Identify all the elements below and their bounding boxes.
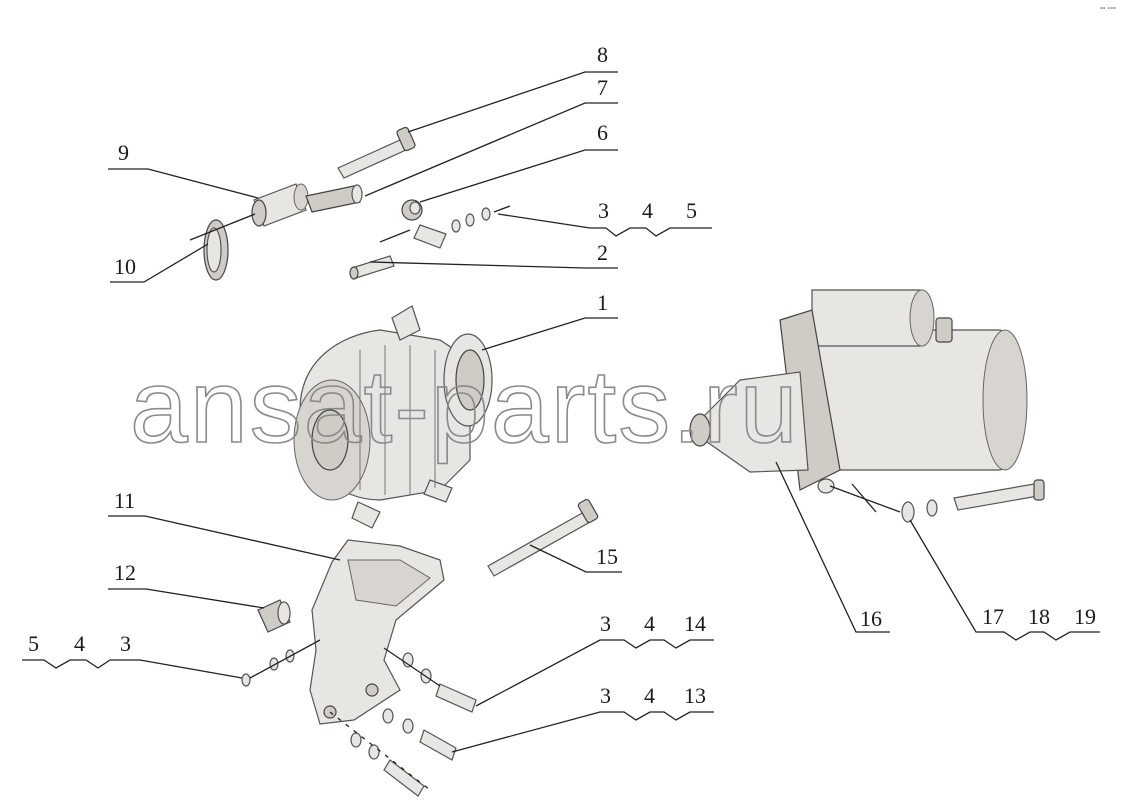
callout-labels: 8 7 6 9 3 4 5 2 10 1 11 15 12 5 4 3 3 4 …	[28, 42, 1096, 708]
callout-19: 19	[1074, 604, 1096, 629]
callout-14: 14	[684, 611, 706, 636]
alternator-icon	[293, 305, 493, 529]
bolts-13-icon	[329, 708, 457, 797]
callout-18: 18	[1028, 604, 1050, 629]
callout-17: 17	[982, 604, 1004, 629]
starter-bolt-washers-icon	[829, 479, 1045, 523]
bushing-6-icon	[401, 199, 423, 221]
callout-11: 11	[114, 488, 135, 513]
callout-4-mid: 4	[644, 611, 655, 636]
washers-upper-icon	[451, 207, 491, 233]
bolt-8-icon	[337, 126, 416, 179]
washer-10-icon	[203, 219, 229, 281]
washers-left-icon	[241, 639, 321, 687]
callout-13: 13	[684, 683, 706, 708]
upper-bracket-assembly	[189, 126, 511, 281]
bolts-14-icon	[383, 647, 477, 713]
callout-2: 2	[597, 240, 608, 265]
callout-4-left: 4	[74, 631, 85, 656]
callout-1: 1	[597, 290, 608, 315]
callout-3-upper: 3	[598, 198, 609, 223]
callout-5-upper: 5	[686, 198, 697, 223]
callout-12: 12	[114, 560, 136, 585]
callout-5-left: 5	[28, 631, 39, 656]
callout-4-lower: 4	[644, 683, 655, 708]
callout-9: 9	[118, 140, 129, 165]
callout-3-left: 3	[120, 631, 131, 656]
starter-motor-icon	[689, 289, 1028, 494]
callout-10: 10	[114, 254, 136, 279]
bolt-15-icon	[487, 498, 599, 577]
pin-2-icon	[349, 255, 395, 280]
watermark-text: ansat-parts.ru	[130, 349, 800, 465]
callout-15: 15	[596, 544, 618, 569]
corner-mark: °° °°°	[1100, 6, 1116, 14]
bushing-12-icon	[257, 599, 291, 633]
callout-3-lower: 3	[600, 683, 611, 708]
bushing-7-icon	[305, 184, 363, 213]
link-lever-icon	[413, 224, 447, 249]
callout-16: 16	[860, 606, 882, 631]
bracket-11-icon	[309, 539, 445, 725]
callout-7: 7	[597, 75, 608, 100]
callout-8: 8	[597, 42, 608, 67]
callout-3-mid: 3	[600, 611, 611, 636]
callout-6: 6	[597, 120, 608, 145]
callout-4-upper: 4	[642, 198, 653, 223]
leader-lines	[22, 71, 1100, 753]
sleeve-9-icon	[251, 183, 309, 227]
